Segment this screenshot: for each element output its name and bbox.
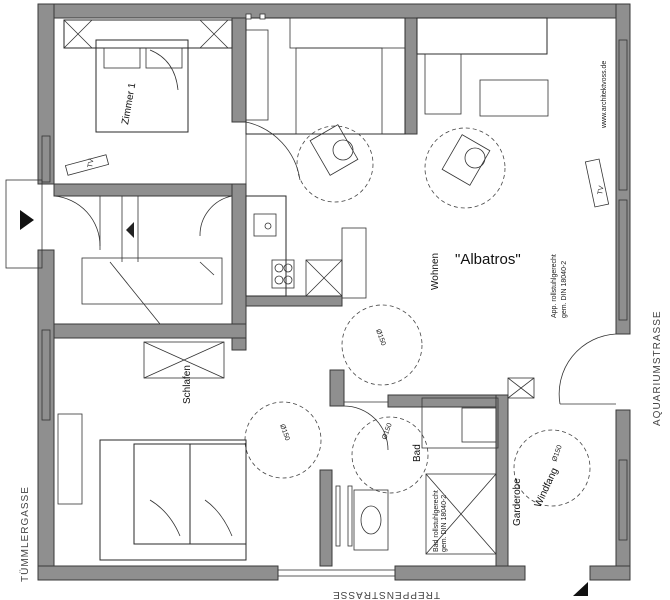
stairs <box>53 195 233 325</box>
room-label-bad: Bad <box>412 444 423 462</box>
room-label-garderobe: Garderobe <box>512 478 523 526</box>
street-label-bottom: TREPPENSTRASSE <box>332 589 440 600</box>
windfang <box>507 333 617 596</box>
note-bad-line1: Bad rollstuhlgerecht <box>433 490 440 552</box>
note-app-line2: gem. DIN 18040-2 <box>561 261 568 318</box>
bad-furniture <box>335 397 499 555</box>
window-strips <box>41 39 628 577</box>
schlafen-furniture <box>57 341 247 561</box>
living-furniture <box>245 17 549 135</box>
dimension-label: Ø150 <box>381 422 393 441</box>
street-label-left: TÜMMLERGASSE <box>19 486 31 582</box>
entrance-arrow-icon <box>20 210 34 230</box>
entrance <box>5 179 43 269</box>
room-label-wohnen: Wohnen <box>430 253 441 290</box>
website-label: www.architektvoss.de <box>601 61 608 129</box>
tv-label-left: TV <box>87 158 96 168</box>
interior-walls <box>53 17 509 567</box>
apartment-title: "Albatros" <box>455 251 521 268</box>
street-label-right: AQUARIUMSTRASSE <box>652 310 663 426</box>
room-label-zimmer1: Zimmer 1 <box>120 82 138 126</box>
dimension-label: Ø150 <box>374 328 386 347</box>
room-label-schlafen: Schlafen <box>182 365 193 404</box>
kitchen <box>245 195 367 299</box>
tv-label-right: TV <box>597 185 606 195</box>
entrance-arrow-icon-bottom <box>573 582 588 596</box>
dimension-label: Ø150 <box>278 423 290 442</box>
zimmer1-furniture <box>63 19 233 176</box>
wheelchair-icon <box>309 124 491 186</box>
room-label-windfang: Windfang <box>533 466 561 509</box>
note-bad-line2: gem. DIN 18040-2 <box>441 495 448 552</box>
note-app-line1: App. rollstuhlgerecht <box>551 254 558 318</box>
dimension-label: Ø150 <box>551 444 563 463</box>
